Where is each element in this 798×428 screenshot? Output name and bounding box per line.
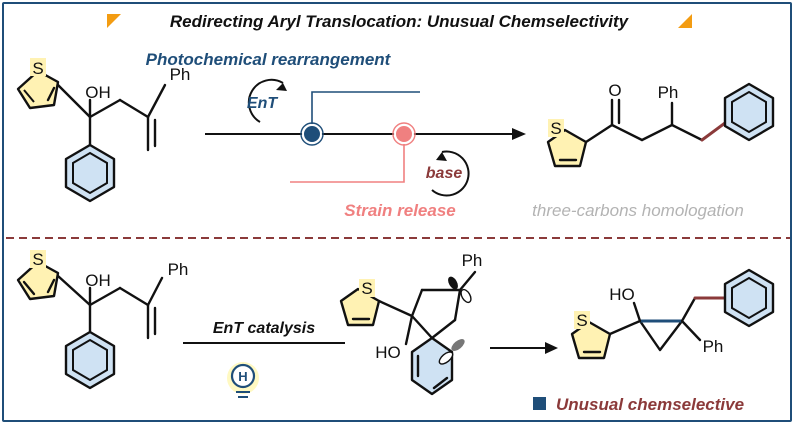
navy-node-ring [300, 122, 324, 146]
b-ph-label: Ph [168, 260, 189, 279]
new-bond-maroon [700, 121, 727, 142]
photochem-label: Photochemical rearrangement [146, 50, 392, 69]
oxygen-label: O [608, 81, 621, 100]
ent-cycle: EnT [247, 78, 287, 123]
b-sulfur: S [32, 250, 43, 269]
i-bond-spiro-c [410, 314, 434, 340]
thiophene-inner-bonds [23, 89, 35, 103]
i-bond-c-ch2 [410, 288, 424, 318]
b-phenyl-inner [72, 338, 108, 382]
p-bond-ch2 [680, 296, 697, 323]
bond-ch2-ch [640, 123, 674, 142]
i-bond-c-oh [404, 314, 414, 346]
legend-square [533, 397, 546, 410]
product-sulfur: S [550, 119, 561, 138]
bond-thienyl-co [584, 123, 614, 144]
cyclopropane-ring [638, 319, 684, 352]
p-bond-ph [680, 319, 702, 342]
bottom-arrow-2-head [545, 342, 558, 354]
p-phenyl-inner [731, 276, 767, 320]
base-cycle-arc [431, 150, 470, 197]
bottom-product: S HO Ph [570, 268, 775, 360]
bond-thienyl-c [56, 83, 92, 119]
radical-lobe-top-dark [448, 276, 458, 290]
strain-release-label: Strain release [344, 201, 456, 220]
b-oh-label: OH [85, 271, 111, 290]
radical-lobe-bottom-light [438, 351, 454, 365]
ent-cycle-arrowhead [276, 83, 287, 91]
bond-ch2-c [118, 98, 150, 119]
bond-c-ch2 [88, 98, 122, 119]
p-ho-label: HO [609, 285, 635, 304]
product-phenyl-inner [731, 90, 767, 134]
b-thiophene-double-2 [46, 278, 56, 294]
bulb-letter: H [238, 369, 247, 384]
navy-connector [311, 91, 420, 134]
i-ho-label: HO [375, 343, 401, 362]
base-label: base [426, 165, 463, 182]
oh-label: OH [85, 83, 111, 102]
i-bond-ch2-spiro [430, 318, 457, 340]
b-bond-c-ch2 [88, 286, 122, 307]
ent-catalysis-label: EnT catalysis [213, 320, 315, 337]
ph-label: Ph [170, 65, 191, 84]
title-text: Redirecting Aryl Translocation: Unusual … [170, 12, 630, 31]
outer-frame [2, 2, 792, 422]
product-ph-label: Ph [658, 83, 679, 102]
product-thiophene-ring [546, 128, 588, 168]
i-bond-ph [458, 270, 477, 292]
pink-connector [290, 134, 405, 183]
thiophene-double [46, 86, 56, 102]
ent-cycle-arc [247, 78, 284, 123]
b-bond-ch2-c [118, 286, 150, 307]
b-s-bg [30, 250, 46, 268]
pink-node [394, 124, 414, 144]
radical-lobe-bottom-dark [451, 339, 465, 351]
chemselective-label: Unusual chemselective [556, 395, 744, 414]
navy-node [302, 124, 322, 144]
right-orange-triangle [678, 14, 692, 28]
sulfur-atom: S [32, 59, 43, 78]
bond-ch-ch2 [670, 123, 704, 142]
i-ring-double-2 [432, 376, 449, 390]
p-bond-thienyl-cp [608, 319, 642, 336]
bulb-glass [230, 363, 256, 389]
top-starting-material: S OH Ph [16, 58, 191, 203]
radical-lobe-top-light [460, 288, 472, 304]
i-thiophene-ring [339, 287, 381, 327]
top-arrow-head [512, 128, 526, 140]
product-s-bg [548, 119, 564, 137]
pink-node-ring [392, 122, 416, 146]
p-ph-label: Ph [703, 337, 724, 356]
s-bg [30, 58, 46, 76]
bond-c-ph [146, 83, 167, 119]
bottom-starting-material: S OH Ph [16, 250, 189, 390]
bond-co-ch2 [610, 123, 644, 142]
homologation-label: three-carbons homologation [532, 201, 744, 220]
left-orange-triangle [107, 14, 121, 28]
b-bond-thienyl-c [56, 274, 92, 307]
i-bond-thienyl-c [377, 299, 414, 318]
ent-label: EnT [247, 95, 278, 112]
phenyl-inner [72, 151, 108, 195]
base-cycle-arrowhead [436, 152, 447, 161]
i-bond-radical-ch2 [453, 288, 462, 322]
b-bond-c-ph [146, 276, 164, 307]
base-cycle: base [426, 150, 470, 197]
light-bulb-icon: H [227, 362, 259, 398]
i-s-bg [359, 279, 375, 297]
spiro-intermediate: S Ph HO [339, 251, 483, 396]
p-sulfur: S [576, 311, 587, 330]
i-sulfur: S [361, 279, 372, 298]
p-s-bg [574, 311, 590, 329]
b-thiophene-double-1 [22, 280, 36, 296]
i-ph-label: Ph [462, 251, 483, 270]
p-bond-ho [632, 301, 642, 323]
p-thiophene-ring [570, 320, 612, 360]
top-product: S O Ph [546, 81, 775, 168]
